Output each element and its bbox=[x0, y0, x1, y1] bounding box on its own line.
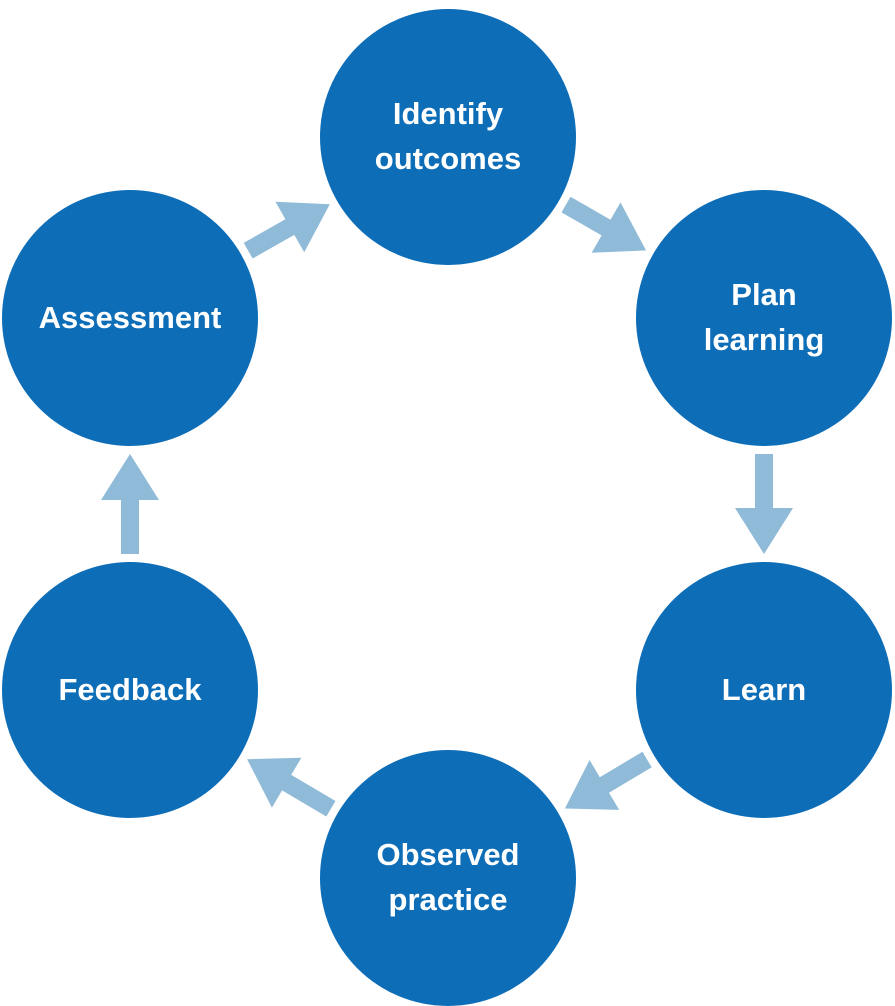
node-label-plan-learning: Plan learning bbox=[703, 277, 825, 357]
node-learn: Learn bbox=[636, 562, 892, 818]
node-plan-learning: Plan learning bbox=[636, 190, 892, 446]
node-label-feedback: Feedback bbox=[58, 671, 202, 707]
arrow-feedback-to-assessment bbox=[101, 454, 159, 554]
arrow-plan-learning-to-learn bbox=[735, 454, 793, 554]
node-label-learn: Learn bbox=[721, 671, 807, 707]
node-feedback: Feedback bbox=[2, 562, 258, 818]
arrow-identify-outcomes-to-plan-learning bbox=[561, 196, 646, 253]
node-label-identify-outcomes: Identify outcomes bbox=[374, 96, 522, 176]
arrow-assessment-to-identify-outcomes bbox=[243, 201, 330, 259]
node-observed-practice: Observed practice bbox=[320, 750, 576, 1006]
arrow-observed-practice-to-feedback bbox=[247, 757, 336, 817]
node-identify-outcomes: Identify outcomes bbox=[320, 9, 576, 265]
node-label-observed-practice: Observed practice bbox=[376, 837, 520, 917]
node-assessment: Assessment bbox=[2, 190, 258, 446]
arrow-learn-to-observed-practice bbox=[564, 751, 652, 810]
node-label-assessment: Assessment bbox=[38, 299, 222, 335]
